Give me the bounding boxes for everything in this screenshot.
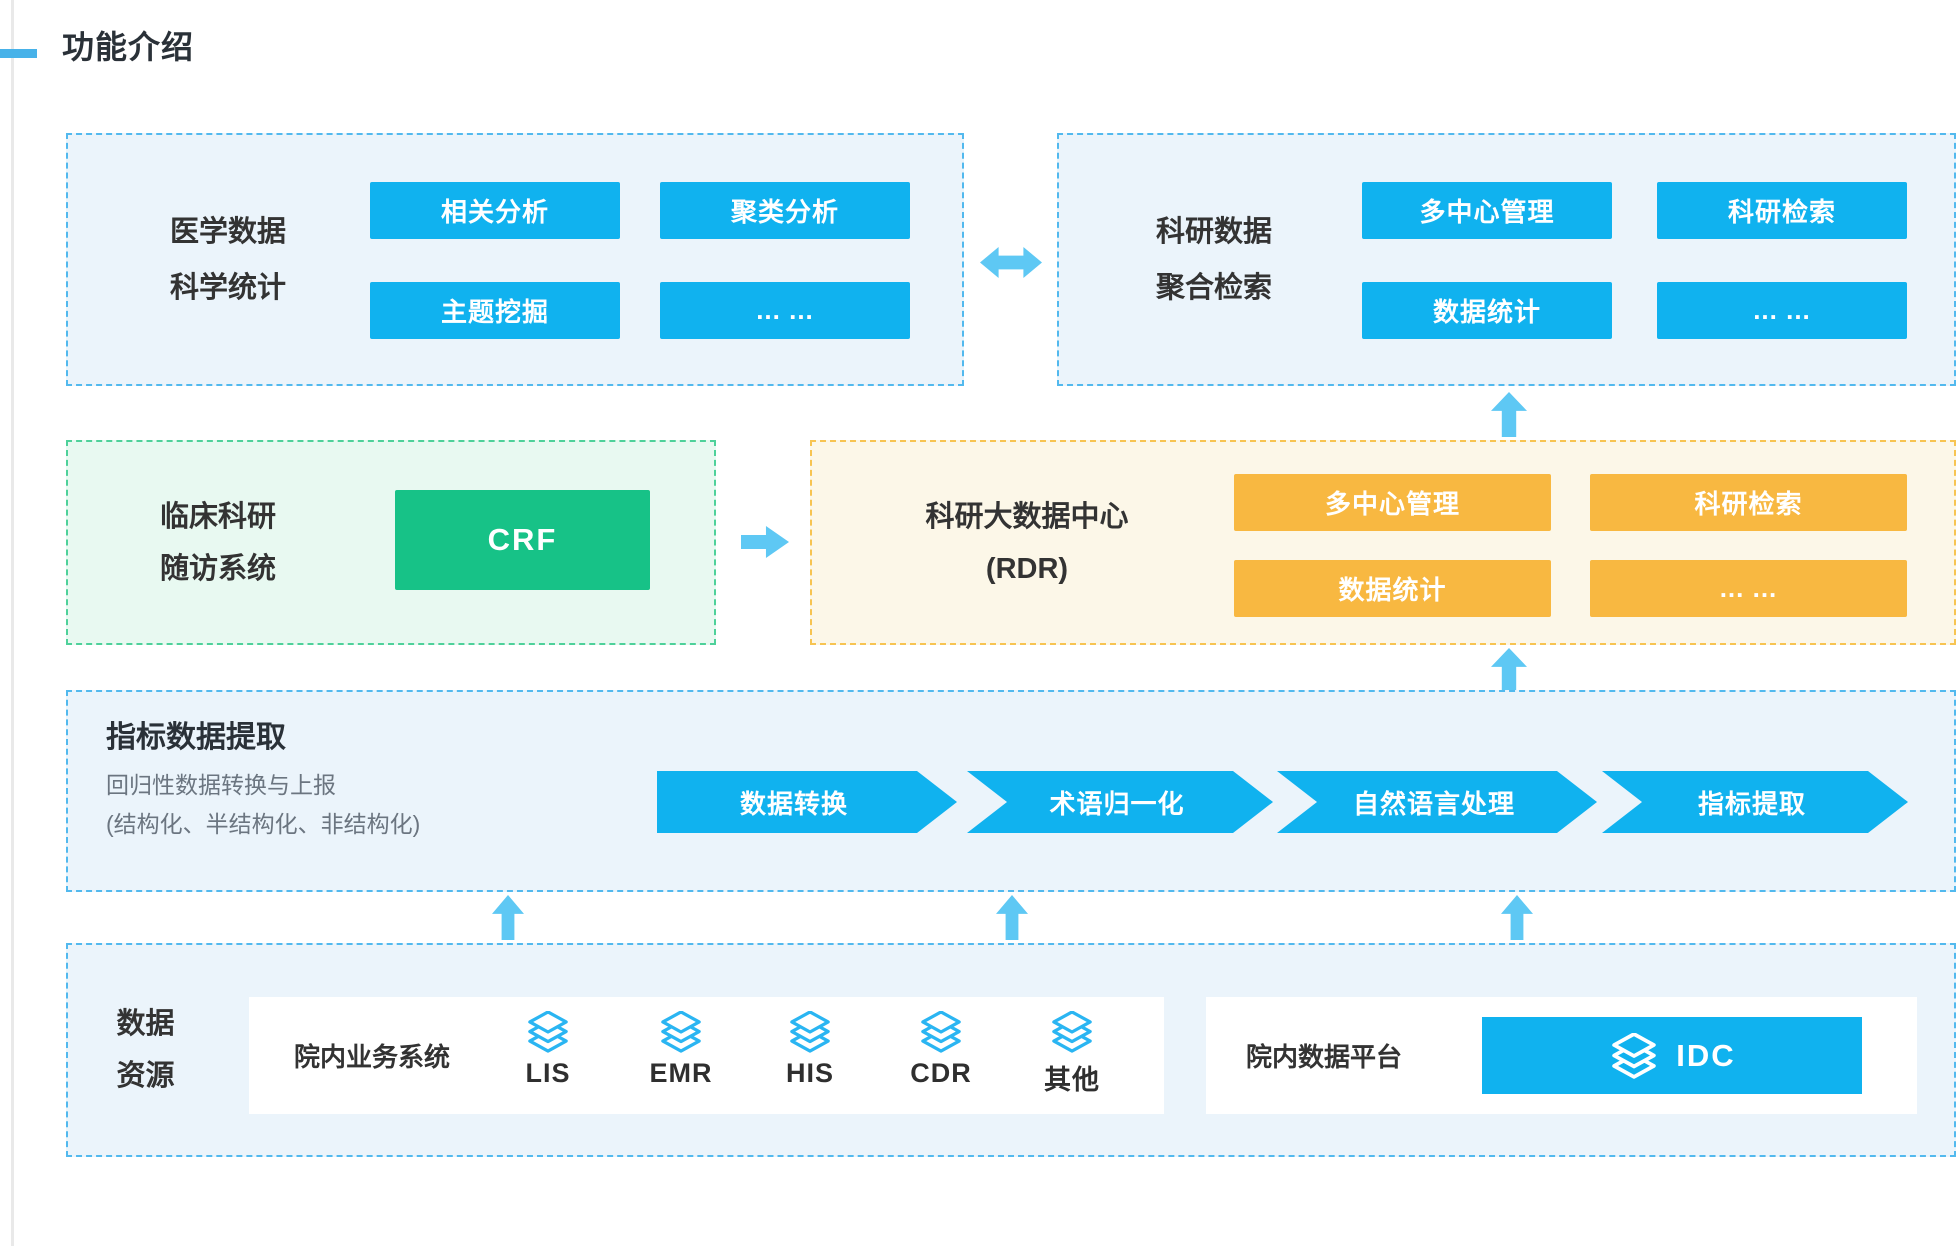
- double-headed-arrow-icon: [980, 247, 1042, 278]
- chip-data-statistics[interactable]: 数据统计: [1362, 282, 1612, 339]
- up-arrow-icon: [1491, 648, 1527, 693]
- layers-icon: [1052, 1011, 1092, 1053]
- data-platform-label: 院内数据平台: [1246, 1042, 1403, 1072]
- indicator-extraction-subtitle: 回归性数据转换与上报 (结构化、半结构化、非结构化): [106, 766, 420, 844]
- step-indicator-extraction[interactable]: 指标提取: [1602, 771, 1908, 833]
- medical-statistics-box: 医学数据 科学统计 相关分析 聚类分析 主题挖掘 ... ...: [66, 133, 964, 386]
- rdr-center-label: 科研大数据中心 (RDR): [867, 442, 1187, 643]
- layers-icon: [790, 1011, 830, 1053]
- business-systems-label: 院内业务系统: [294, 1042, 451, 1072]
- step-term-normalization[interactable]: 术语归一化: [967, 771, 1273, 833]
- up-arrow-icon: [1501, 895, 1533, 940]
- chip-cluster-analysis[interactable]: 聚类分析: [660, 182, 910, 239]
- layers-icon: [661, 1011, 701, 1053]
- label-line: 资源: [116, 1060, 175, 1092]
- system-item-emr: EMR: [635, 1011, 727, 1089]
- system-name: 其他: [1044, 1065, 1100, 1095]
- indicator-extraction-text: 指标数据提取 回归性数据转换与上报 (结构化、半结构化、非结构化): [106, 712, 420, 844]
- chip-medical-more[interactable]: ... ...: [660, 282, 910, 339]
- step-nlp[interactable]: 自然语言处理: [1277, 771, 1597, 833]
- subtitle-line: 回归性数据转换与上报: [106, 772, 336, 798]
- chip-aggregation-more[interactable]: ... ...: [1657, 282, 1907, 339]
- chip-rdr-data-statistics[interactable]: 数据统计: [1234, 560, 1551, 617]
- label-line: 医学数据: [169, 215, 286, 248]
- system-name: HIS: [785, 1058, 834, 1088]
- left-guide-line: [11, 0, 14, 1246]
- right-arrow-icon: [741, 526, 789, 558]
- aggregation-search-box: 科研数据 聚合检索 多中心管理 科研检索 数据统计 ... ...: [1057, 133, 1956, 386]
- aggregation-search-label: 科研数据 聚合检索: [1089, 135, 1339, 384]
- system-item-other: 其他: [1026, 1011, 1118, 1097]
- subtitle-line: (结构化、半结构化、非结构化): [106, 811, 421, 837]
- data-resources-label: 数据 资源: [88, 945, 203, 1155]
- crf-system-box: 临床科研 随访系统 CRF: [66, 440, 716, 645]
- chip-multicenter-management[interactable]: 多中心管理: [1362, 182, 1612, 239]
- system-name: EMR: [649, 1058, 713, 1088]
- label-line: 科研数据: [1155, 215, 1272, 248]
- layers-icon: [528, 1011, 568, 1053]
- up-arrow-icon: [1491, 392, 1527, 437]
- data-resources-box: 数据 资源 院内业务系统 LIS EMR: [66, 943, 1956, 1157]
- chip-research-search[interactable]: 科研检索: [1657, 182, 1907, 239]
- indicator-extraction-box: 指标数据提取 回归性数据转换与上报 (结构化、半结构化、非结构化) 数据转换 术…: [66, 690, 1956, 892]
- label-line: (RDR): [985, 552, 1069, 585]
- rdr-center-box: 科研大数据中心 (RDR) 多中心管理 科研检索 数据统计 ... ...: [810, 440, 1956, 645]
- chip-rdr-research-search[interactable]: 科研检索: [1590, 474, 1907, 531]
- system-name: LIS: [525, 1058, 571, 1088]
- title-bullet-dash: [0, 49, 37, 58]
- chip-correlation-analysis[interactable]: 相关分析: [370, 182, 620, 239]
- label-line: 聚合检索: [1155, 271, 1272, 304]
- chip-rdr-more[interactable]: ... ...: [1590, 560, 1907, 617]
- step-data-conversion[interactable]: 数据转换: [657, 771, 957, 833]
- business-systems-panel: 院内业务系统 LIS EMR: [249, 997, 1164, 1114]
- system-item-lis: LIS: [502, 1011, 594, 1089]
- label-line: 临床科研: [159, 500, 276, 533]
- indicator-extraction-title: 指标数据提取: [106, 721, 286, 754]
- chip-crf[interactable]: CRF: [395, 490, 650, 590]
- idc-label: IDC: [1676, 1037, 1736, 1073]
- layers-icon: [921, 1011, 961, 1053]
- label-line: 随访系统: [159, 552, 276, 585]
- page-title: 功能介绍: [62, 29, 195, 65]
- system-item-cdr: CDR: [895, 1011, 987, 1089]
- label-line: 数据: [116, 1008, 175, 1040]
- crf-system-label: 临床科研 随访系统: [88, 442, 348, 643]
- layers-icon: [1612, 1032, 1657, 1079]
- chip-idc[interactable]: IDC: [1482, 1017, 1862, 1094]
- data-platform-panel: 院内数据平台 IDC: [1206, 997, 1917, 1114]
- medical-statistics-label: 医学数据 科学统计: [98, 135, 358, 384]
- label-line: 科学统计: [169, 271, 286, 304]
- label-line: 科研大数据中心: [925, 500, 1129, 533]
- system-name: CDR: [910, 1058, 972, 1088]
- chip-topic-mining[interactable]: 主题挖掘: [370, 282, 620, 339]
- chip-rdr-multicenter-management[interactable]: 多中心管理: [1234, 474, 1551, 531]
- up-arrow-icon: [996, 895, 1028, 940]
- system-item-his: HIS: [764, 1011, 856, 1089]
- up-arrow-icon: [492, 895, 524, 940]
